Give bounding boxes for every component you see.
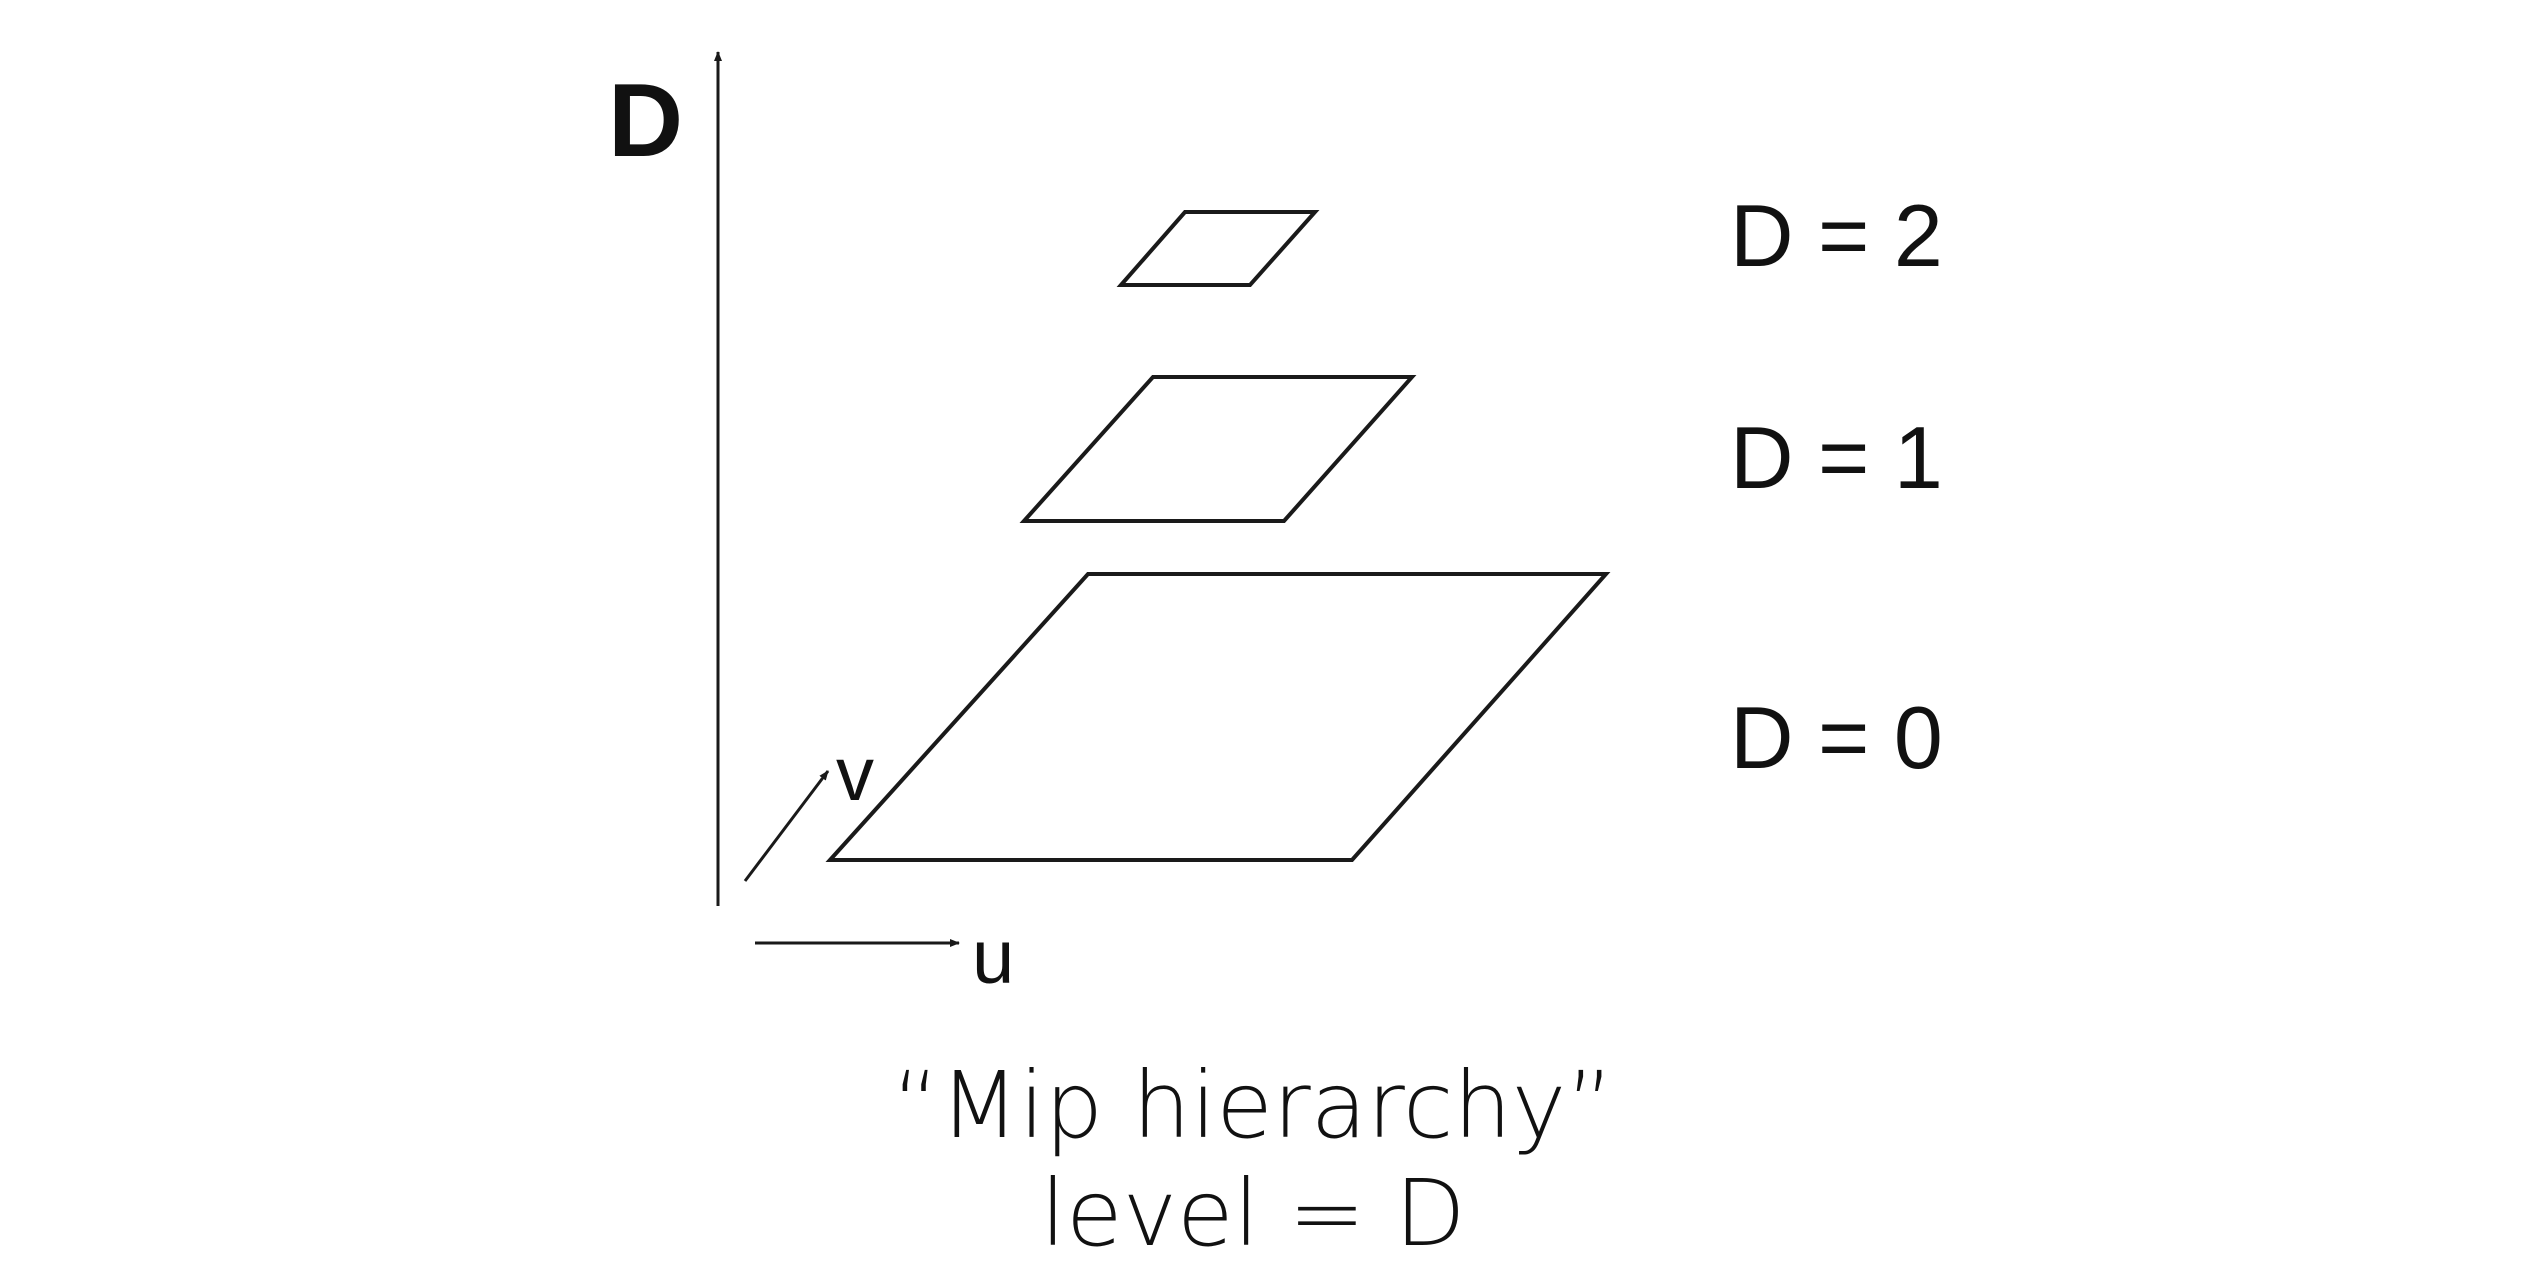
v-axis-label: v [836,732,874,817]
caption-subtitle: level = D [1040,1160,1465,1266]
caption-title: “Mip hierarchy” [892,1052,1614,1159]
u-axis-label: u [972,915,1014,1000]
mip-level-2-plane [1116,210,1320,287]
level-label-2: D = 2 [1730,186,1943,285]
level-label-0: D = 0 [1730,688,1943,787]
d-axis-label: D [608,63,683,179]
mip-level-0-plane [825,572,1611,862]
v-axis-arrow [743,770,830,882]
level-label-1: D = 1 [1730,408,1943,507]
mip-level-1-plane [1019,375,1417,523]
